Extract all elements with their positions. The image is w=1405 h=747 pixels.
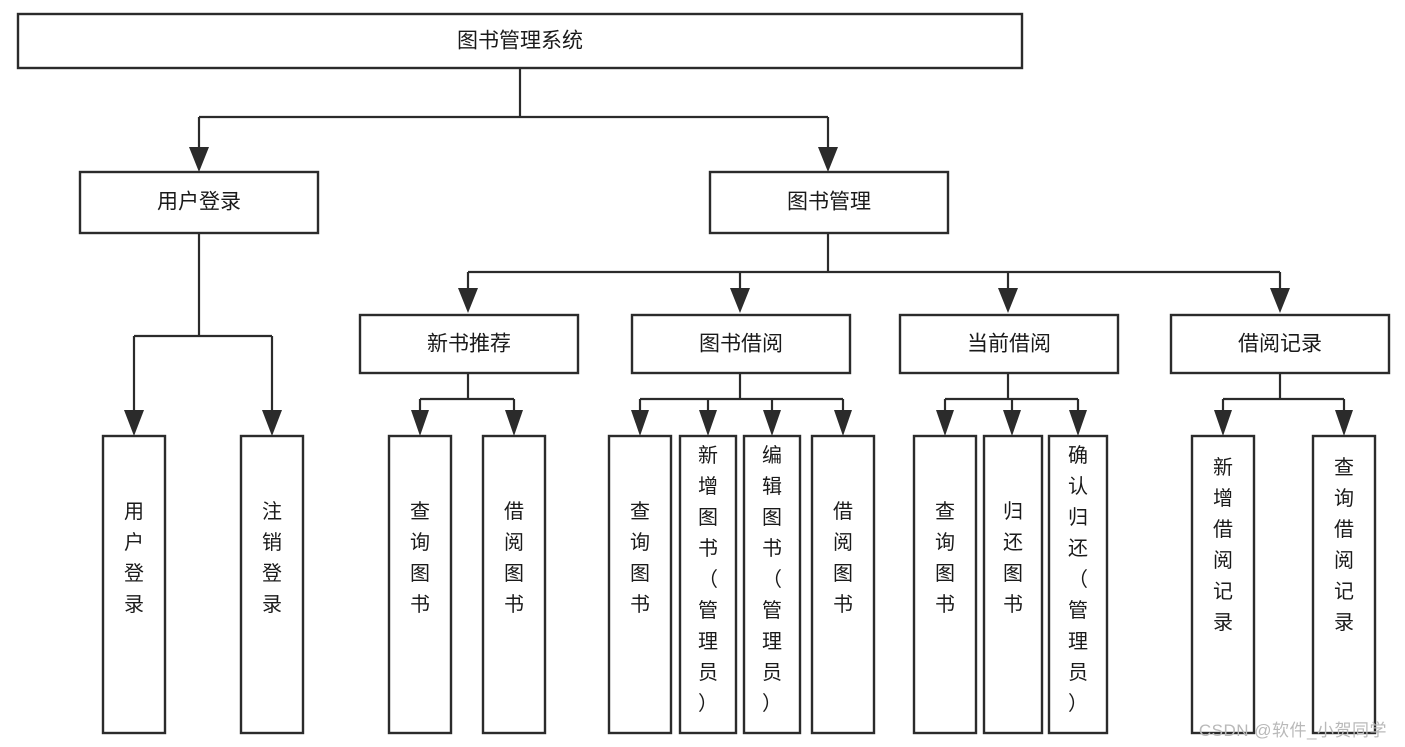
arrow-head-icon: [505, 410, 523, 436]
leaf-user-logout[interactable]: 注销登录: [239, 434, 305, 735]
node-box: [1169, 313, 1391, 375]
leaf-query-book-1[interactable]: 查询图书: [387, 434, 453, 735]
leaf-query-book-2[interactable]: 查询图书: [607, 434, 673, 735]
leaf-return-book[interactable]: 归还图书: [982, 434, 1044, 735]
node-box: [101, 434, 167, 735]
arrow-head-icon: [1069, 410, 1087, 436]
node-current-borrow[interactable]: 当前借阅: [898, 313, 1120, 375]
arrow-head-icon: [262, 410, 282, 436]
node-box: [607, 434, 673, 735]
leaf-borrow-book-2[interactable]: 借阅图书: [810, 434, 876, 735]
node-label: 图书借阅: [699, 333, 783, 356]
arrow-head-icon: [124, 410, 144, 436]
arrow-head-icon: [1214, 410, 1232, 436]
node-label-vertical: 查询图书: [935, 500, 955, 616]
node-box: [678, 434, 738, 735]
arrow-head-icon: [1335, 410, 1353, 436]
node-box: [742, 434, 802, 735]
arrow-head-icon: [411, 410, 429, 436]
node-box: [708, 170, 950, 235]
node-label: 图书管理系统: [457, 30, 583, 53]
node-label-vertical: 用户登录: [124, 501, 144, 616]
node-box: [912, 434, 978, 735]
node-user-login[interactable]: 用户登录: [78, 170, 320, 235]
node-book-borrow[interactable]: 图书借阅: [630, 313, 852, 375]
leaf-add-book[interactable]: 新增图书（管理员）: [678, 434, 738, 735]
node-label-vertical: 编辑图书（管理员）: [762, 444, 782, 715]
node-label-vertical: 查询图书: [410, 500, 430, 616]
node-label: 图书管理: [787, 191, 871, 214]
node-label-vertical: 查询图书: [630, 500, 650, 616]
node-label: 新书推荐: [427, 333, 511, 356]
node-book-manage[interactable]: 图书管理: [708, 170, 950, 235]
node-label-vertical: 归还图书: [1003, 500, 1023, 616]
leaf-borrow-book-1[interactable]: 借阅图书: [481, 434, 547, 735]
arrow-head-icon: [631, 410, 649, 436]
node-box: [16, 12, 1024, 70]
arrow-head-icon: [818, 147, 838, 172]
leaf-query-book-3[interactable]: 查询图书: [912, 434, 978, 735]
arrowhead-layer: [124, 147, 1353, 436]
leaf-edit-book[interactable]: 编辑图书（管理员）: [742, 434, 802, 735]
node-label: 当前借阅: [967, 333, 1051, 356]
node-box: [630, 313, 852, 375]
arrow-head-icon: [936, 410, 954, 436]
node-new-book-recommend[interactable]: 新书推荐: [358, 313, 580, 375]
arrow-head-icon: [730, 288, 750, 313]
arrow-head-icon: [763, 410, 781, 436]
node-box: [481, 434, 547, 735]
node-box: [982, 434, 1044, 735]
node-label-vertical: 借阅图书: [833, 500, 853, 616]
node-label-vertical: 注销登录: [262, 500, 282, 616]
node-box: [239, 434, 305, 735]
arrow-head-icon: [699, 410, 717, 436]
node-label-vertical: 新增借阅记录: [1213, 456, 1233, 634]
arrow-head-icon: [998, 288, 1018, 313]
node-box: [898, 313, 1120, 375]
node-box: [358, 313, 580, 375]
leaf-confirm-return[interactable]: 确认归还（管理员）: [1047, 434, 1109, 735]
arrow-head-icon: [834, 410, 852, 436]
node-box: [810, 434, 876, 735]
arrow-head-icon: [1003, 410, 1021, 436]
node-box: [1190, 434, 1256, 735]
node-box: [1047, 434, 1109, 735]
node-box: [1311, 434, 1377, 735]
node-label-vertical: 确认归还（管理员）: [1068, 444, 1088, 715]
node-borrow-record[interactable]: 借阅记录: [1169, 313, 1391, 375]
node-root-system[interactable]: 图书管理系统: [16, 12, 1024, 70]
node-label: 用户登录: [157, 191, 241, 214]
node-label-vertical: 借阅图书: [504, 500, 524, 616]
arrow-head-icon: [189, 147, 209, 172]
node-label: 借阅记录: [1238, 333, 1322, 356]
node-box: [78, 170, 320, 235]
arrow-head-icon: [1270, 288, 1290, 313]
connector-layer: [132, 68, 1346, 410]
leaf-add-record[interactable]: 新增借阅记录: [1190, 434, 1256, 735]
node-label-vertical: 新增图书（管理员）: [698, 444, 718, 715]
arrow-head-icon: [458, 288, 478, 313]
leaf-query-record[interactable]: 查询借阅记录: [1311, 434, 1377, 735]
leaf-user-login[interactable]: 用户登录: [101, 434, 167, 735]
node-label-vertical: 查询借阅记录: [1334, 456, 1354, 634]
node-box: [387, 434, 453, 735]
